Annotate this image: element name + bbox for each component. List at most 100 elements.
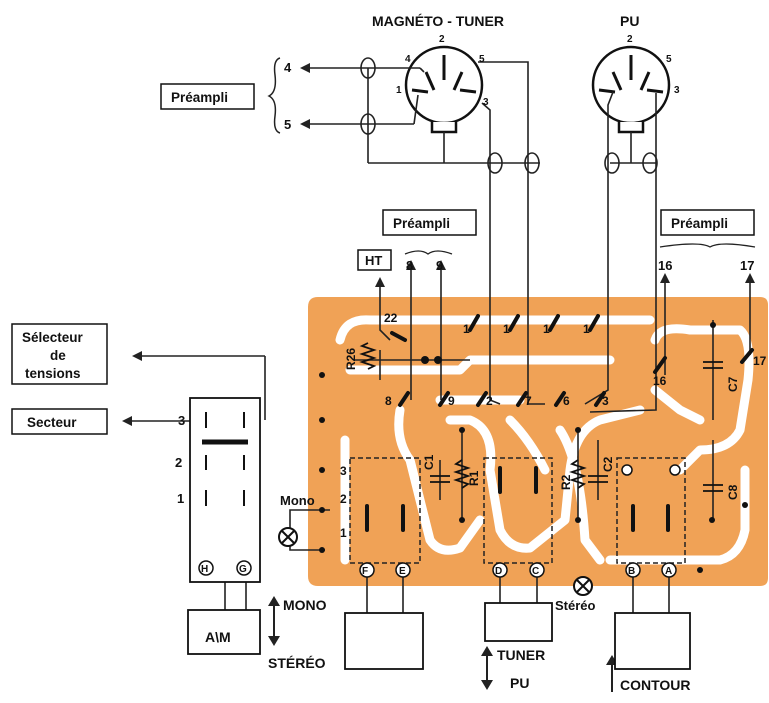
preampli-label-right: Préampli	[671, 216, 728, 231]
mains-switch	[189, 397, 261, 583]
stereo-lamp-label: Stéréo	[555, 598, 596, 613]
pcb-pad-row-1: 1	[340, 526, 347, 540]
pcb-pad-16: 16	[653, 374, 667, 388]
resistor-r1	[453, 459, 471, 489]
din-pin-3-mag: 3	[483, 97, 489, 108]
terminal-17: 17	[740, 258, 754, 273]
din-pin-3-pu: 3	[674, 85, 680, 96]
label-c8: C8	[726, 484, 740, 500]
selecteur-line-2: de	[50, 348, 66, 363]
pu-bottom-label: PU	[510, 675, 529, 691]
tuner-box	[484, 602, 553, 642]
label-c1: C1	[422, 454, 436, 470]
pcb-pad-17: 17	[753, 354, 767, 368]
secteur-label: Secteur	[27, 415, 77, 430]
terminal-posts	[390, 314, 754, 407]
label-c2: C2	[601, 456, 615, 472]
terminal-8: 8	[406, 258, 413, 273]
switch-letter-b: B	[628, 566, 635, 577]
mains-pos-3: 3	[178, 413, 185, 428]
label-r1: R1	[467, 470, 481, 486]
control-boxes	[187, 602, 691, 670]
pcb-pad-1d: 1	[583, 322, 590, 336]
pu-connector-label: PU	[620, 13, 639, 29]
din-pin-1-mag: 1	[396, 85, 402, 96]
stereo-switch-label: STÉRÉO	[268, 655, 326, 671]
switch-contacts	[365, 466, 670, 532]
label-boxes	[11, 83, 755, 435]
switch-fe-box	[344, 612, 424, 670]
switch-letter-a: A	[665, 566, 672, 577]
pcb-switch-blocks	[349, 457, 686, 564]
mains-pos-1: 1	[177, 491, 184, 506]
pcb-pad-22: 22	[384, 311, 398, 325]
am-switch-box	[187, 609, 261, 655]
preampli-label-left: Préampli	[171, 90, 228, 105]
pcb-pad-1c: 1	[543, 322, 550, 336]
capacitor-c2	[588, 475, 608, 483]
mains-pos-2: 2	[175, 455, 182, 470]
shield-rings	[360, 57, 658, 174]
switch-letter-g: G	[239, 564, 247, 575]
switch-letter-e: E	[399, 566, 406, 577]
label-r26: R26	[344, 348, 358, 370]
contour-box	[614, 612, 691, 670]
capacitor-c1	[430, 475, 450, 483]
din-pin-5-pu: 5	[666, 54, 672, 65]
capacitor-c7	[703, 361, 723, 369]
pcb-pad-6: 6	[563, 394, 570, 408]
magneto-tuner-label: MAGNÉTO - TUNER	[372, 13, 504, 29]
terminal-9: 9	[436, 258, 443, 273]
switch-block-fe	[349, 457, 421, 564]
label-r2: R2	[559, 474, 573, 490]
din-pin-4-mag: 4	[405, 54, 411, 65]
mono-lamp	[278, 527, 298, 547]
ht-label: HT	[365, 253, 382, 268]
pcb-pad-row-3: 3	[340, 464, 347, 478]
din-connector-magneto	[404, 45, 484, 134]
mono-switch-label: MONO	[283, 597, 327, 613]
switch-letter-d: D	[495, 566, 502, 577]
din-connector-pu	[591, 45, 671, 134]
pcb-pad-1b: 1	[503, 322, 510, 336]
label-c7: C7	[726, 376, 740, 392]
din-pin-5-mag: 5	[479, 54, 485, 65]
din-pin-2-mag: 2	[439, 34, 445, 45]
arrow-heads	[122, 63, 755, 690]
pcb-pad-3: 3	[602, 394, 609, 408]
components	[359, 342, 723, 492]
switch-letter-h: H	[201, 564, 208, 575]
pcb-pad-9: 9	[448, 394, 455, 408]
switch-terminals	[359, 464, 681, 578]
tuner-label: TUNER	[497, 647, 545, 663]
pcb-board	[308, 297, 768, 586]
pcb-pad-8: 8	[385, 394, 392, 408]
switch-block-dc	[483, 457, 553, 564]
pcb-pad-row-2: 2	[340, 492, 347, 506]
pcb-pad-7: 7	[525, 394, 532, 408]
din-pin-2-pu: 2	[627, 34, 633, 45]
switch-block-ba	[616, 457, 686, 564]
brace	[267, 57, 281, 134]
terminal-4: 4	[284, 60, 292, 75]
stereo-lamp	[573, 576, 593, 596]
pcb-pad-1a: 1	[463, 322, 470, 336]
selecteur-line-3: tensions	[25, 366, 81, 381]
resistor-r2	[569, 459, 587, 489]
preampli-label-mid: Préampli	[393, 216, 450, 231]
contour-label: CONTOUR	[620, 677, 691, 693]
solder-pads	[319, 322, 748, 573]
selecteur-line-1: Sélecteur	[22, 330, 84, 345]
mono-lamp-label: Mono	[280, 493, 315, 508]
terminal-16: 16	[658, 258, 672, 273]
switch-letter-f: F	[362, 566, 368, 577]
resistor-r26	[359, 342, 377, 370]
wires	[130, 61, 751, 615]
am-switch-label: A\M	[205, 629, 231, 645]
terminal-5: 5	[284, 117, 291, 132]
pcb-pad-2: 2	[486, 394, 493, 408]
capacitor-c8	[703, 484, 723, 492]
switch-letter-c: C	[532, 566, 539, 577]
